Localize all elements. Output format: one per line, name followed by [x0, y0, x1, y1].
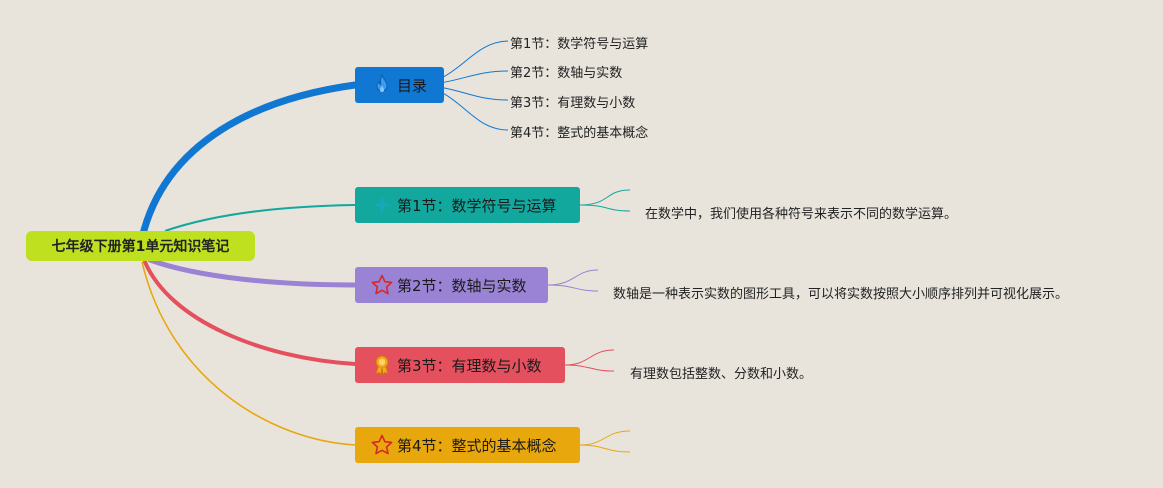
connector-s2-note-2	[547, 284, 599, 292]
branch-section-4[interactable]: 第4节：整式的基本概念	[355, 427, 580, 463]
connector-s1-note-2	[579, 204, 631, 212]
award-icon	[369, 352, 395, 378]
branch-section-2[interactable]: 第2节：数轴与实数	[355, 267, 548, 303]
connector-s2-note	[547, 269, 599, 286]
connector-s3-note-2	[564, 364, 615, 372]
toc-item-3[interactable]: 第3节：有理数与小数	[510, 96, 636, 111]
branch-toc[interactable]: 目录	[355, 67, 444, 103]
root-label: 七年级下册第1单元知识笔记	[51, 239, 230, 255]
branch-section-1-label: 第1节：数学符号与运算	[397, 196, 557, 215]
connector-root-s4	[141, 261, 356, 446]
connector-s3-note	[564, 349, 615, 366]
branch-toc-label: 目录	[397, 76, 428, 95]
toc-item-1[interactable]: 第1节：数学符号与运算	[510, 37, 649, 52]
flame-icon	[369, 72, 395, 98]
connector-root-s3	[143, 260, 357, 366]
branch-section-3[interactable]: 第3节：有理数与小数	[355, 347, 565, 383]
star-outline-icon	[369, 432, 395, 458]
connector-s1-note	[579, 189, 631, 206]
star-outline-icon	[369, 272, 395, 298]
connector-root-s2	[147, 257, 358, 288]
connector-s4-end-2	[579, 444, 631, 453]
section-2-note: 数轴是一种表示实数的图形工具，可以将实数按照大小顺序排列并可视化展示。	[613, 287, 1069, 302]
branch-section-4-label: 第4节：整式的基本概念	[397, 436, 557, 455]
connector-root-s1	[164, 204, 356, 232]
connector-s4-end	[579, 430, 631, 446]
root-node[interactable]: 七年级下册第1单元知识笔记	[26, 231, 255, 261]
section-3-note: 有理数包括整数、分数和小数。	[630, 367, 813, 382]
toc-item-4[interactable]: 第4节：整式的基本概念	[510, 126, 649, 141]
connector-root-toc	[138, 81, 359, 242]
branch-section-2-label: 第2节：数轴与实数	[397, 276, 527, 295]
branch-section-1[interactable]: 第1节：数学符号与运算	[355, 187, 580, 223]
toc-item-2[interactable]: 第2节：数轴与实数	[510, 66, 623, 81]
section-1-note: 在数学中，我们使用各种符号来表示不同的数学运算。	[645, 207, 958, 222]
sparkle-icon	[369, 192, 395, 218]
branch-section-3-label: 第3节：有理数与小数	[397, 356, 542, 375]
